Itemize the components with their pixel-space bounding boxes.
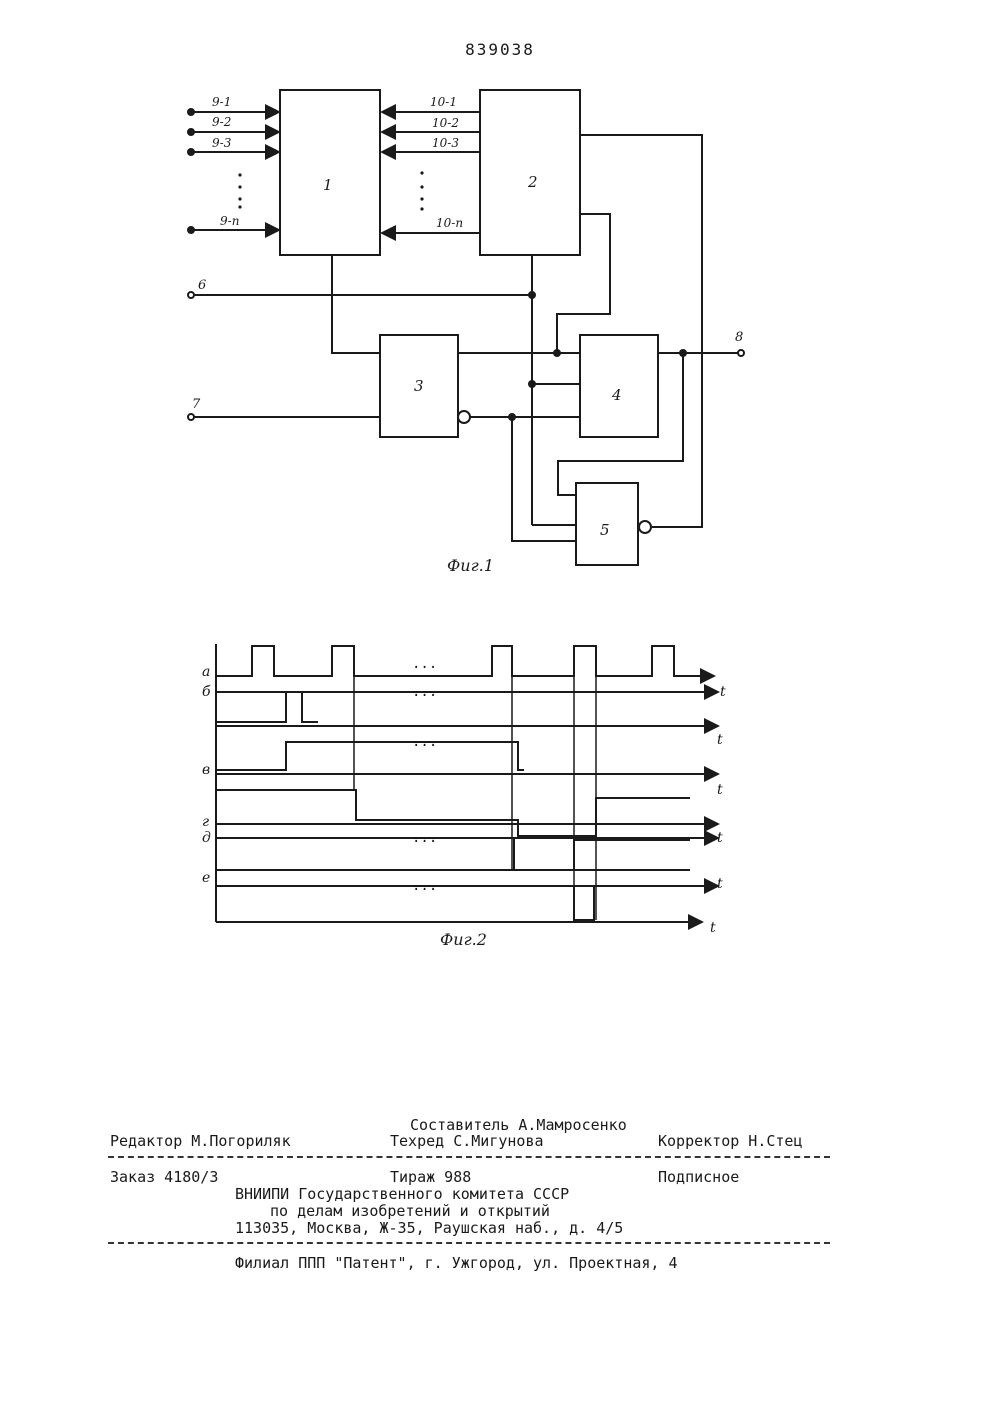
ellipsis-dots-right [420, 171, 423, 210]
wire-3-up-block2 [557, 214, 610, 353]
label-10-2: 10-2 [432, 116, 459, 130]
dots-b: ... [412, 684, 437, 700]
label-9-1: 9-1 [212, 95, 231, 109]
time-label-3: t [717, 782, 723, 798]
label-10-1: 10-1 [430, 95, 457, 109]
block5-inverted-output [639, 521, 651, 533]
label-9-2: 9-2 [212, 115, 231, 129]
imprint-editor: Редактор М.Погориляк [110, 1132, 291, 1150]
divider-top [108, 1156, 830, 1158]
signal-b2-trace [286, 692, 318, 722]
label-10-n: 10-n [436, 216, 463, 230]
terminal-6 [188, 292, 194, 298]
imprint-institute: ВНИИПИ Государственного комитета СССР [235, 1185, 569, 1203]
label-terminal-6: 6 [198, 278, 206, 293]
block-2-label: 2 [527, 173, 538, 191]
imprint-institute-sub: по делам изобретений и открытий [270, 1202, 550, 1220]
label-10-3: 10-3 [432, 136, 459, 150]
imprint-techred: Техред С.Мигунова [390, 1132, 544, 1150]
time-label-6: t [710, 920, 716, 936]
label-9-3: 9-3 [212, 136, 232, 150]
block-4-label: 4 [611, 386, 622, 404]
block3-inverted-output [458, 411, 470, 423]
signal-e-trace [216, 886, 690, 920]
signal-d-trace [216, 838, 690, 870]
label-terminal-7: 7 [192, 397, 201, 412]
block-3-label: 3 [414, 377, 424, 395]
time-label-4: t [717, 830, 723, 846]
signal-a-trace [216, 646, 714, 676]
dots-v: ... [412, 734, 437, 750]
label-terminal-8: 8 [735, 330, 743, 345]
signal-b-trace [216, 692, 300, 722]
signal-g-trace [216, 790, 690, 836]
block-1 [280, 90, 380, 255]
label-signal-b: б [202, 684, 211, 700]
wire-block2-right [580, 135, 702, 527]
block-1-label: 1 [323, 176, 333, 194]
label-signal-e: е [202, 870, 210, 886]
figure-2-timing-diagram: ... ... ... ... ... a б в г д [190, 630, 750, 940]
dots-e: ... [412, 878, 437, 894]
wire-4-block5-feedback [558, 353, 683, 495]
block-5-label: 5 [600, 521, 610, 539]
imprint-corrector: Корректор Н.Стец [658, 1132, 803, 1150]
terminal-7 [188, 414, 194, 420]
signal-v-trace [216, 742, 524, 770]
label-signal-v: в [202, 762, 210, 778]
imprint-circulation: Тираж 988 [390, 1168, 471, 1186]
imprint-subscription: Подписное [658, 1168, 739, 1186]
time-label-2: t [717, 732, 723, 748]
imprint-address: 113035, Москва, Ж-35, Раушская наб., д. … [235, 1219, 623, 1237]
divider-bottom [108, 1242, 830, 1244]
imprint-branch: Филиал ППП "Патент", г. Ужгород, ул. Про… [235, 1254, 678, 1272]
figure-2-caption: Фиг.2 [440, 930, 487, 949]
wire-block1-block3 [332, 255, 380, 353]
label-9-n: 9-n [220, 214, 239, 228]
time-label-5: t [717, 876, 723, 892]
imprint-order: Заказ 4180/3 [110, 1168, 218, 1186]
dots-d: ... [412, 830, 437, 846]
terminal-8 [738, 350, 744, 356]
figure-1-caption: Фиг.1 [447, 556, 494, 575]
label-signal-g: г [202, 814, 209, 830]
ellipsis-dots-left [238, 173, 241, 208]
dots-a: ... [412, 656, 437, 672]
figure-1-block-diagram: 1 2 3 4 5 9-1 9-2 9-3 9-n 10-1 10-2 10-3… [160, 75, 760, 595]
label-signal-d: д [202, 830, 211, 846]
patent-number: 839038 [0, 40, 1000, 59]
time-label-1: t [720, 684, 726, 700]
label-signal-a: a [202, 664, 210, 680]
wire-3-inv-block5 [512, 417, 576, 541]
